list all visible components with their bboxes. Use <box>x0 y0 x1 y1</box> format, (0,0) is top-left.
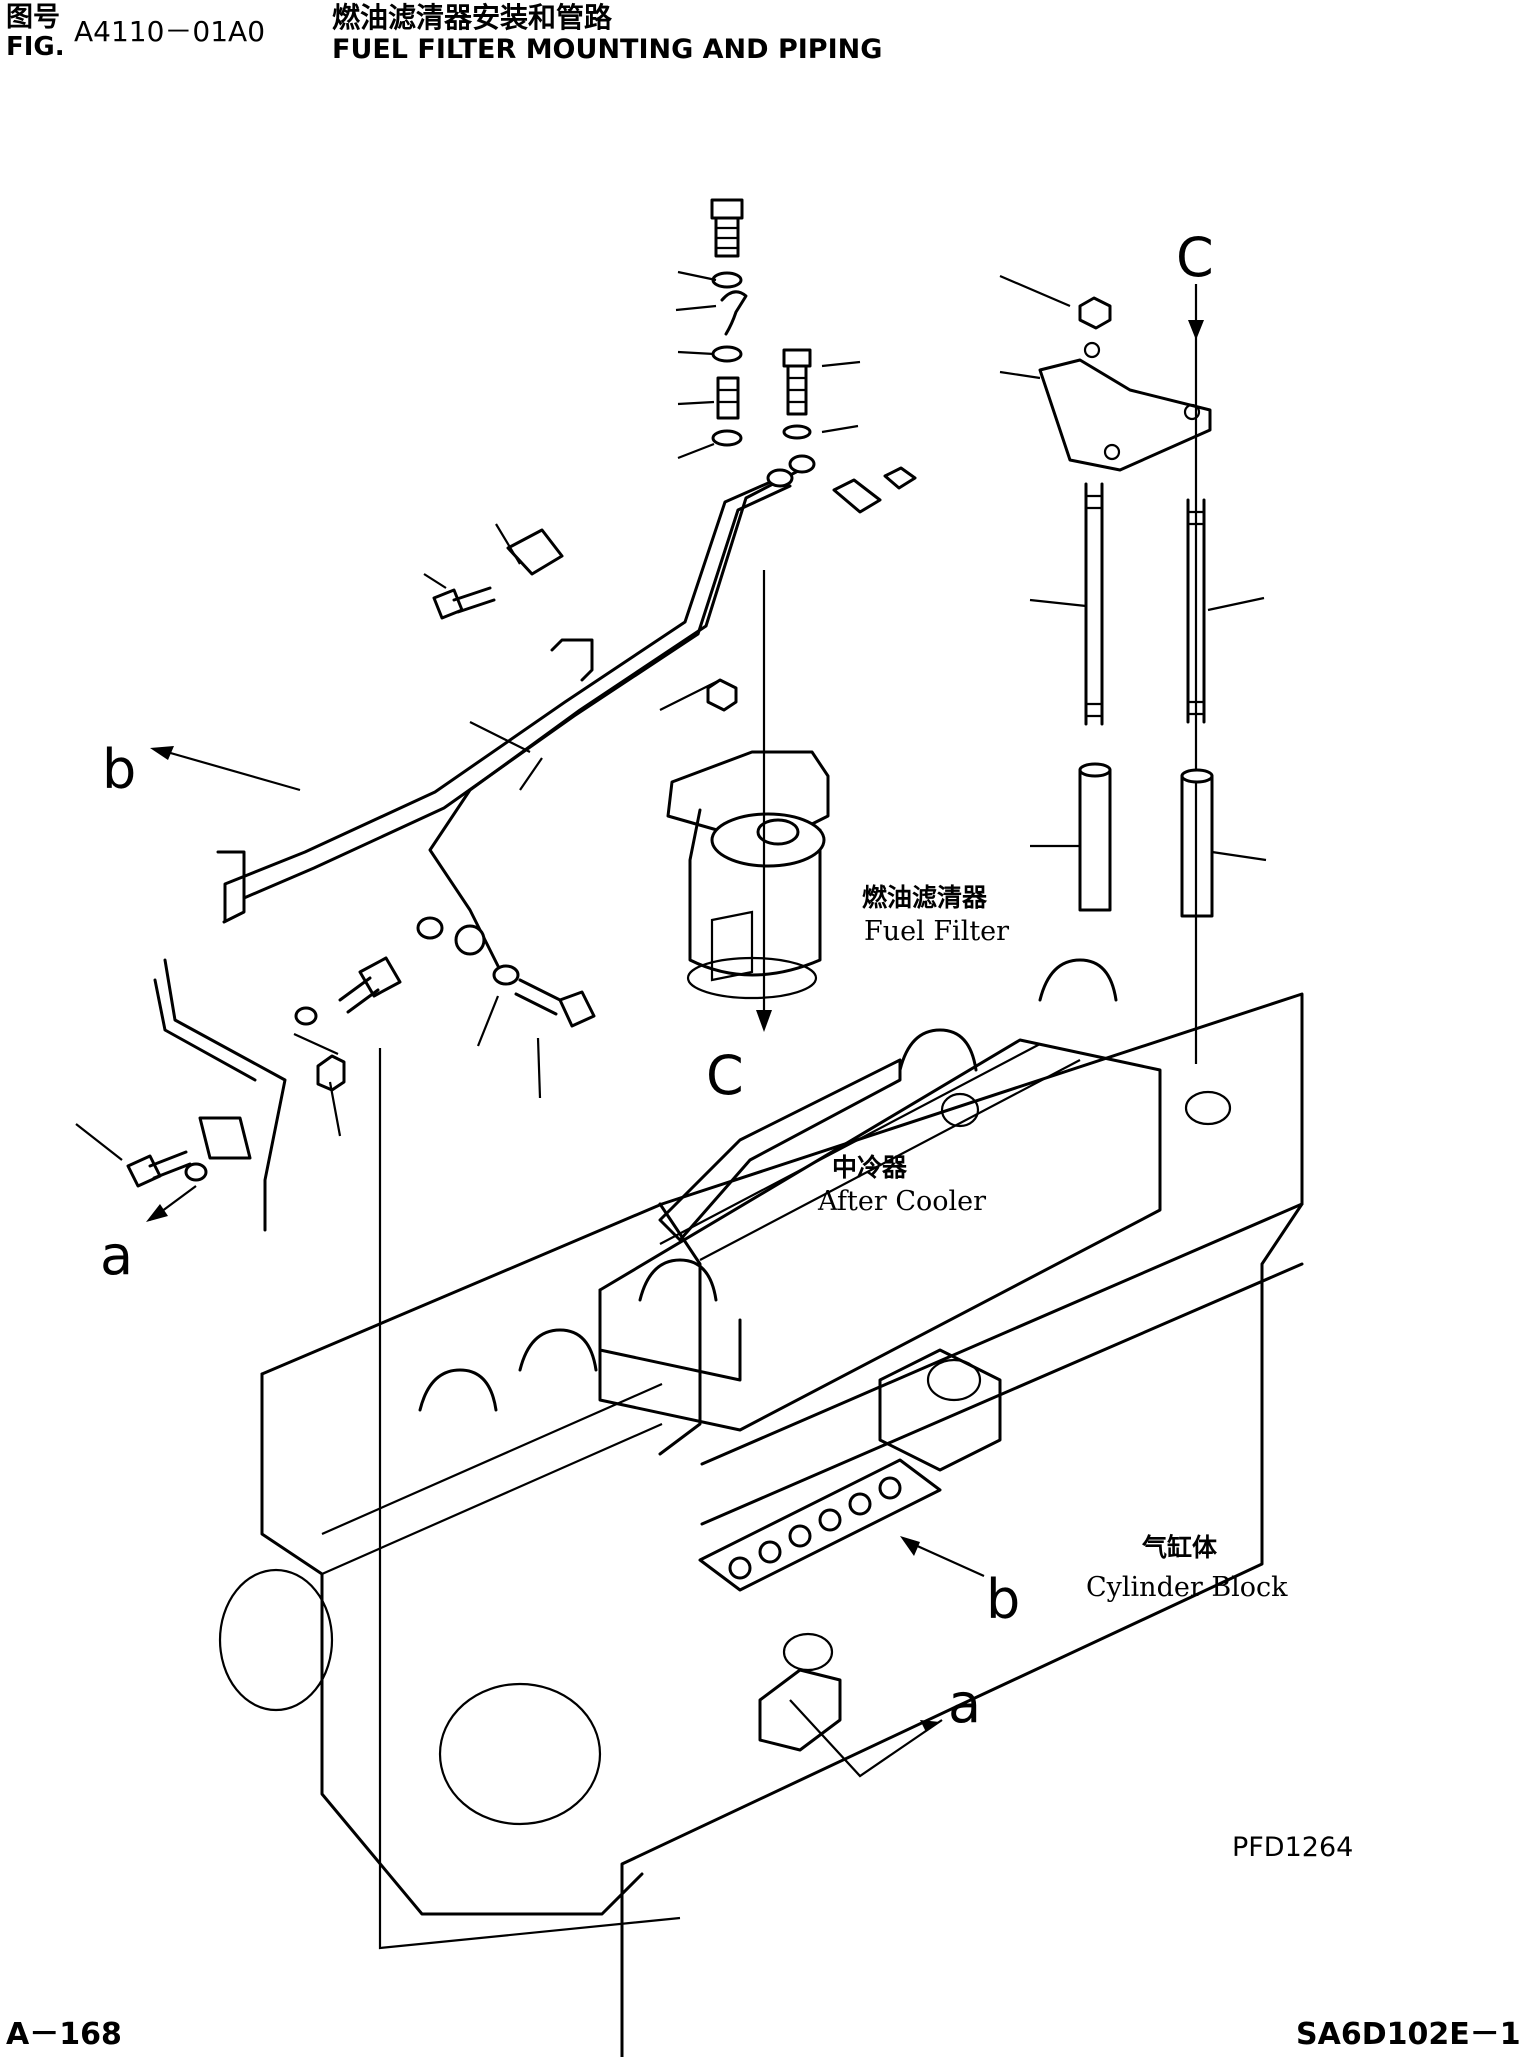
model-code: SA6D102E－1 <box>1296 2017 1521 2052</box>
banjo-bolt-part <box>710 198 744 258</box>
fuel-pipes <box>153 468 802 1232</box>
stud-bolt-part <box>1084 482 1104 726</box>
nut-part <box>883 466 917 490</box>
pipe-joint-2 <box>788 454 816 474</box>
engine-block-part <box>218 992 1304 2057</box>
spacer-tube-part <box>1078 762 1112 912</box>
spacer-tube-part-2 <box>1180 768 1214 918</box>
washer-part-2 <box>711 345 743 363</box>
label-a-left: a <box>100 1224 133 1287</box>
cylinder-block-label-zh: 气缸体 <box>1141 1533 1218 1562</box>
washer-part-3 <box>711 429 743 447</box>
bracket-part <box>1038 341 1212 472</box>
washer-part-4 <box>782 424 812 440</box>
label-c-top: C <box>1176 226 1214 289</box>
page-title: FUEL FILTER MOUNTING AND PIPING <box>332 34 883 65</box>
page-number: A－168 <box>6 2017 122 2052</box>
drawing-code: PFD1264 <box>1232 1832 1353 1863</box>
pipe-bracket-part-2 <box>216 850 246 924</box>
cylinder-block-label: Cylinder Block <box>1086 1572 1288 1603</box>
figure-label-zh: 图号 <box>6 2 60 33</box>
bolt-part-3 <box>338 956 402 1014</box>
fuel-filter-label: Fuel Filter <box>864 916 1009 947</box>
exploded-diagram: b a C C b a 燃油滤清器 Fuel Filter 中冷器 After … <box>75 198 1353 2057</box>
bolt-part-4 <box>514 978 596 1028</box>
stud-bolt-part-2 <box>1186 498 1206 724</box>
gasket-part <box>416 916 444 940</box>
filter-nut-part <box>706 678 738 712</box>
figure-number: A4110－01A0 <box>74 15 266 48</box>
cylinder-head-part <box>418 958 1118 1412</box>
fuel-filter-label-zh: 燃油滤清器 <box>862 883 988 912</box>
page-title-zh: 燃油滤清器安装和管路 <box>332 1 613 34</box>
bolt-part-5 <box>126 1150 192 1188</box>
spacer-part <box>316 1054 346 1092</box>
after-cooler-label: After Cooler <box>817 1186 986 1217</box>
bracket-plate-part <box>198 1116 252 1160</box>
hose-clip-part <box>720 290 748 336</box>
washer-part <box>711 271 743 289</box>
bolt-part-2 <box>432 586 496 620</box>
label-c-mid: C <box>706 1044 744 1107</box>
fuel-injection-pump-part <box>698 1458 942 1752</box>
nipple-part <box>716 376 740 420</box>
pipe-joint <box>766 468 794 488</box>
fuel-filter-part <box>666 750 830 1000</box>
washer-part-6 <box>184 1162 208 1182</box>
pipe-clamp-part <box>506 528 564 576</box>
clamp-part <box>832 478 882 514</box>
after-cooler-label-zh: 中冷器 <box>832 1153 908 1182</box>
label-a-right: a <box>948 1672 981 1735</box>
after-cooler-part <box>598 1038 1232 1432</box>
figure-label: FIG. <box>6 32 65 62</box>
gasket-part-2 <box>492 964 520 986</box>
washer-part-5 <box>294 1006 318 1026</box>
pipe-bracket-part <box>550 638 594 682</box>
label-b-right: b <box>986 1568 1020 1631</box>
pipe-eye-joint <box>454 924 486 956</box>
nut-part-2 <box>1078 296 1112 330</box>
label-b-left: b <box>102 738 136 801</box>
bolt-part <box>782 348 812 416</box>
